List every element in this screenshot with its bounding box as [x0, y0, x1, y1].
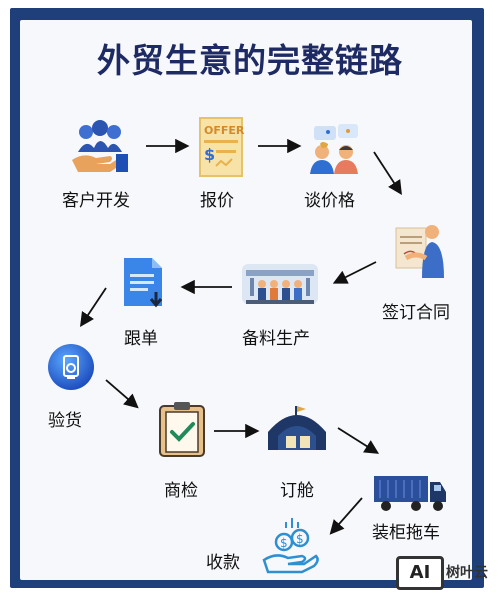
- watermark-ai-box: AI: [396, 556, 444, 590]
- arrow-9: [337, 427, 380, 454]
- arrow-10: [329, 497, 363, 535]
- svg-text:$: $: [204, 145, 215, 164]
- arrow-4: [332, 261, 377, 284]
- step-label-1: 客户开发: [62, 191, 130, 211]
- step-label-9: 订舱: [280, 481, 314, 501]
- offer-document-icon: OFFER $: [196, 116, 248, 182]
- step-label-8: 商检: [164, 481, 198, 501]
- step-label-5: 备料生产: [242, 329, 310, 349]
- watermark-text: 树叶云: [446, 565, 488, 581]
- signing-contract-icon: [392, 218, 446, 284]
- svg-text:$: $: [280, 536, 288, 550]
- arrow-3: [373, 151, 402, 196]
- arrow-7: [105, 379, 139, 409]
- step-label-4: 签订合同: [382, 303, 450, 323]
- step-label-3: 谈价格: [304, 191, 355, 211]
- hand-money-icon: $ $: [262, 516, 320, 580]
- arrow-6: [80, 287, 107, 327]
- svg-text:$: $: [296, 532, 304, 546]
- step-label-10: 装柜拖车: [372, 523, 440, 543]
- diagram-title: 外贸生意的完整链路: [97, 41, 403, 80]
- step-label-6: 跟单: [124, 329, 158, 349]
- step-label-2: 报价: [200, 191, 234, 211]
- factory-workers-icon: [240, 258, 320, 312]
- clipboard-check-icon: [156, 400, 208, 462]
- svg-text:OFFER: OFFER: [204, 124, 245, 137]
- negotiation-people-icon: [304, 122, 364, 180]
- container-truck-icon: [372, 470, 448, 518]
- document-download-icon: [120, 256, 170, 316]
- handshake-people-icon: [70, 118, 130, 178]
- watermark-logo: AI 树叶云: [396, 556, 500, 594]
- step-label-11: 收款: [206, 553, 240, 573]
- inspection-badge-icon: [46, 342, 96, 396]
- warehouse-hangar-icon: [264, 402, 330, 458]
- step-label-7: 验货: [48, 411, 82, 431]
